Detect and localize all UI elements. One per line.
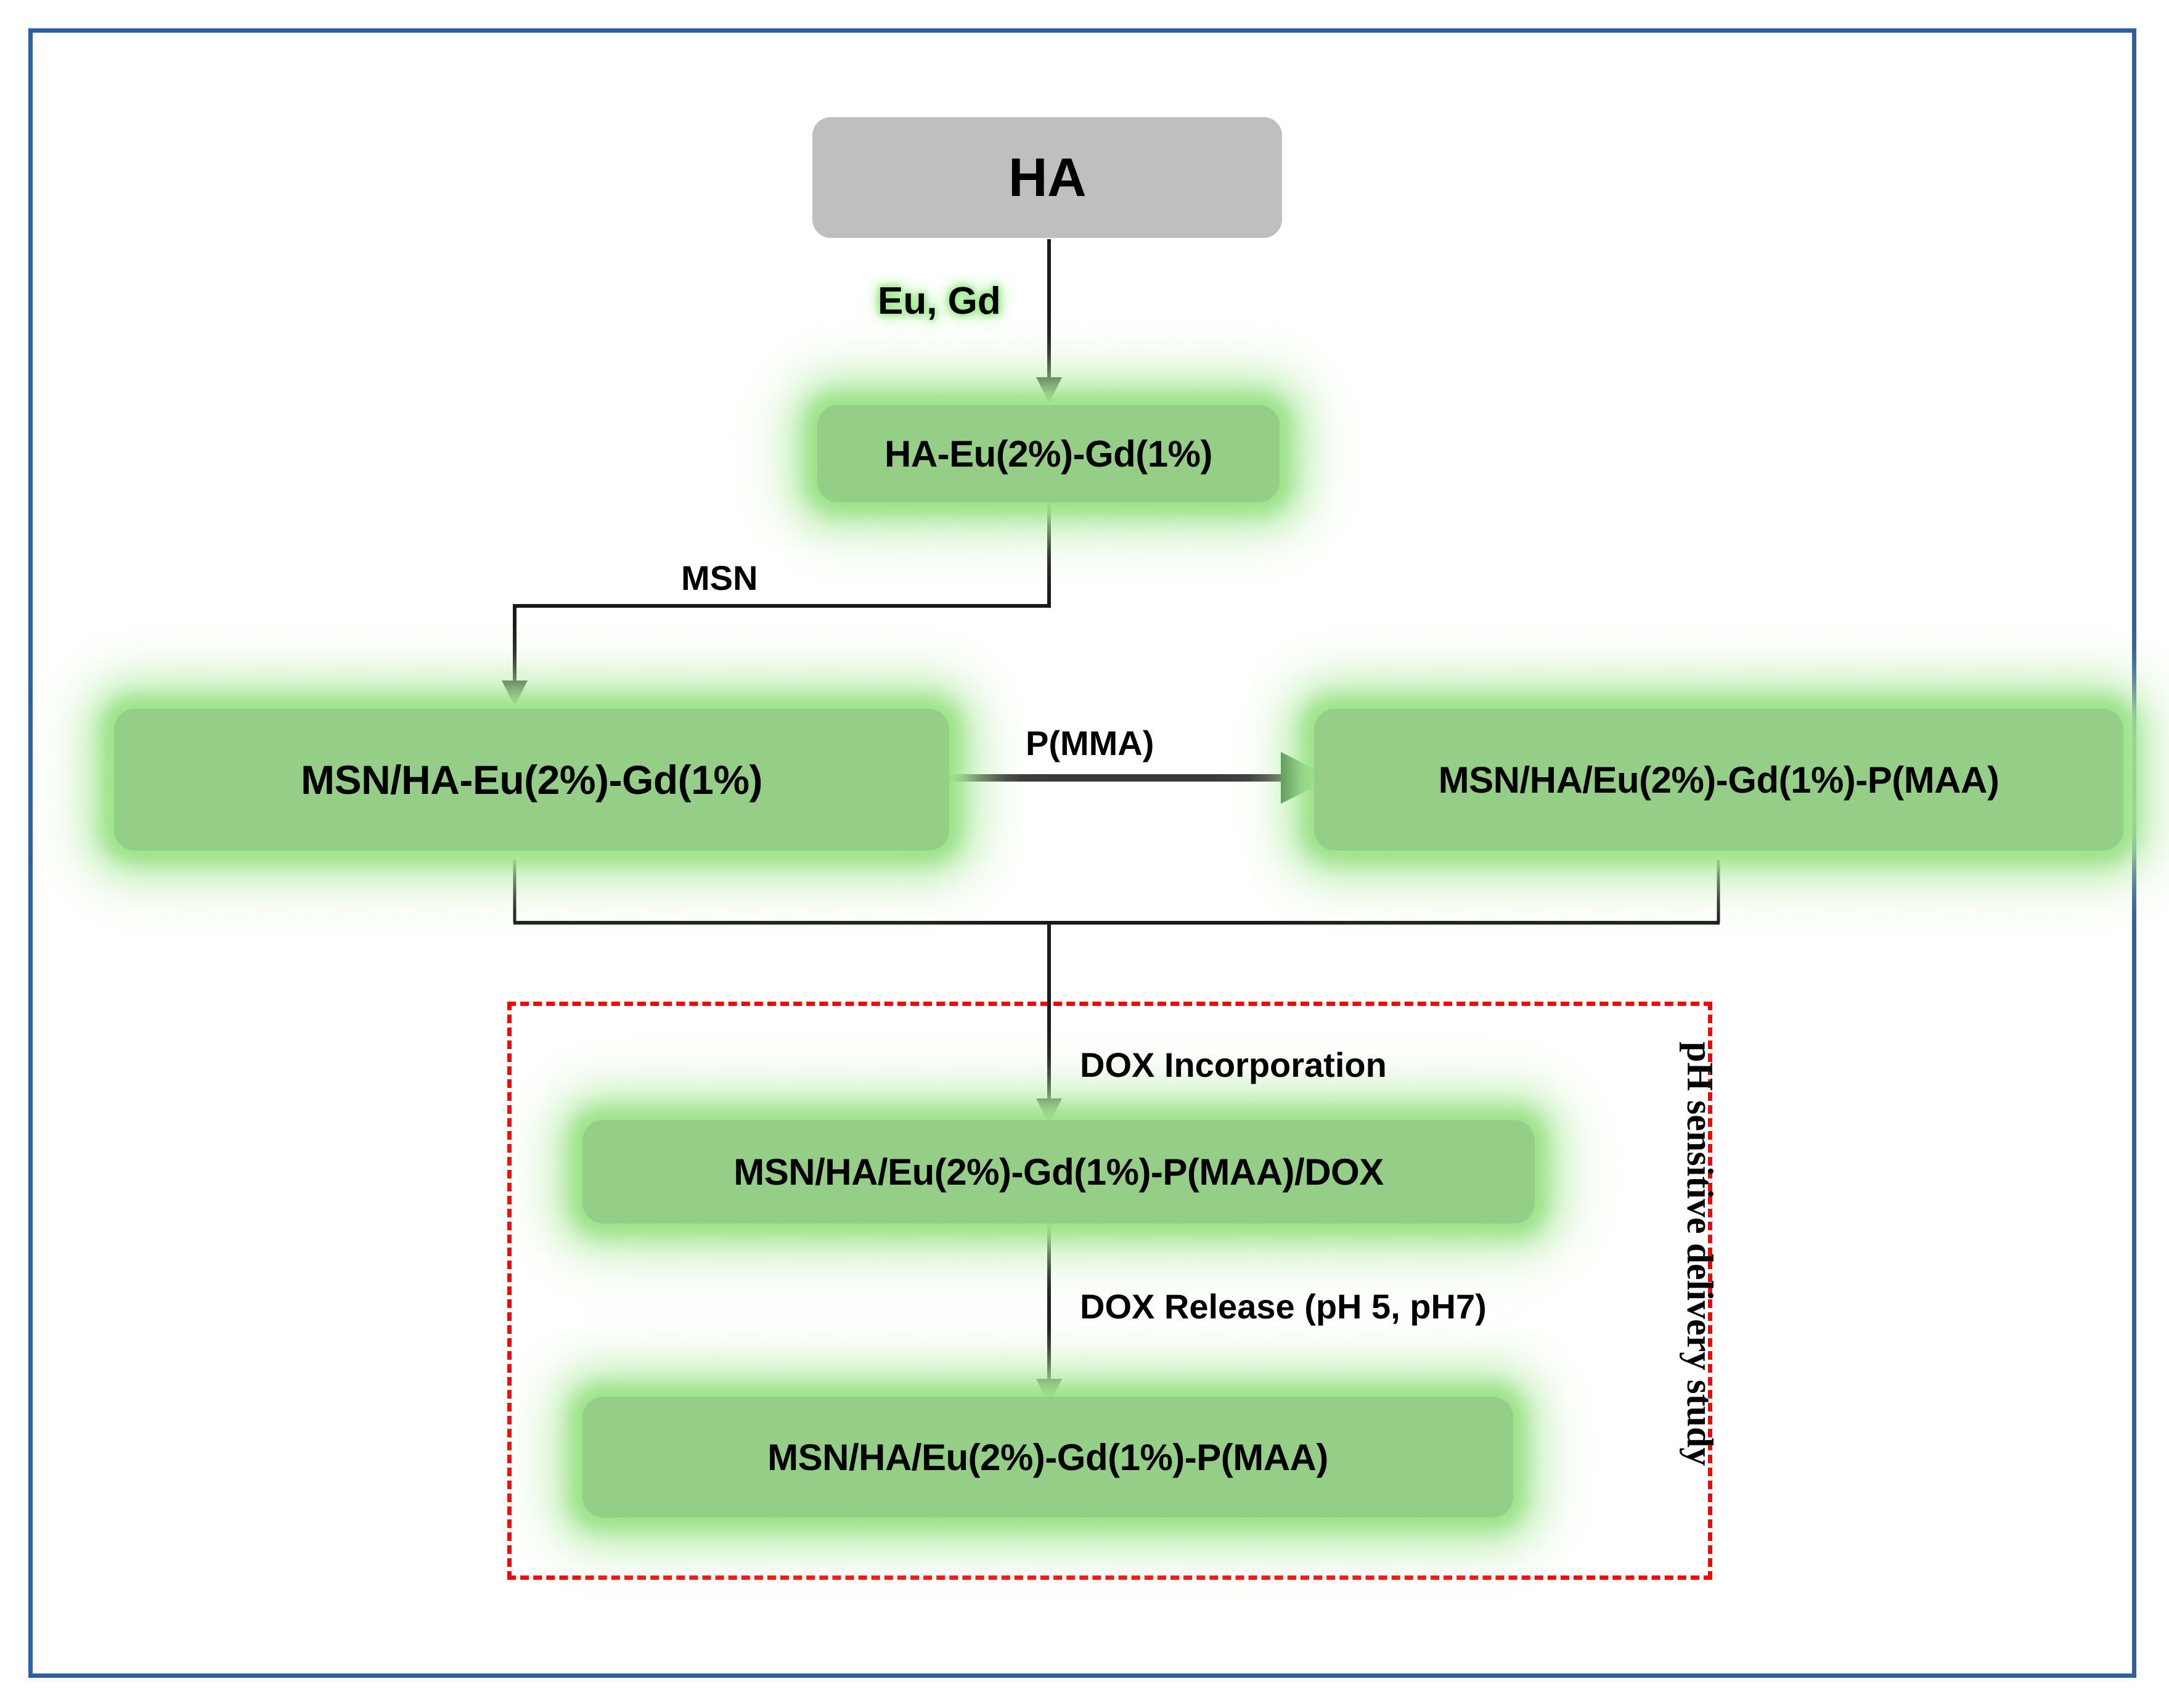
region-label-ph-sensitive-delivery-study: pH sensitive delivery study bbox=[1680, 1042, 1720, 1466]
edge-label-dox-incorporation: DOX Incorporation bbox=[1080, 1045, 1387, 1084]
node-ha-eu-gd-label: HA-Eu(2%)-Gd(1%) bbox=[884, 433, 1212, 475]
node-msn-ha-eu-gd-pmaa-released-label: MSN/HA/Eu(2%)-Gd(1%)-P(MAA) bbox=[767, 1436, 1328, 1478]
node-msn-ha-eu-gd[interactable]: MSN/HA-Eu(2%)-Gd(1%) bbox=[114, 709, 949, 851]
node-msn-ha-eu-gd-pmaa[interactable]: MSN/HA/Eu(2%)-Gd(1%)-P(MAA) bbox=[1314, 709, 2123, 851]
node-msn-ha-eu-gd-pmaa-label: MSN/HA/Eu(2%)-Gd(1%)-P(MAA) bbox=[1438, 759, 1999, 801]
node-msn-ha-eu-gd-label: MSN/HA-Eu(2%)-Gd(1%) bbox=[301, 757, 762, 803]
node-ha-label: HA bbox=[1008, 147, 1087, 208]
node-msn-ha-eu-gd-pmaa-released[interactable]: MSN/HA/Eu(2%)-Gd(1%)-P(MAA) bbox=[582, 1397, 1513, 1518]
edge-label-eu-gd: Eu, Gd bbox=[878, 280, 1001, 322]
node-ha-eu-gd[interactable]: HA-Eu(2%)-Gd(1%) bbox=[817, 405, 1280, 502]
ph-sensitive-delivery-region bbox=[507, 1002, 1712, 1580]
edge-label-dox-release: DOX Release (pH 5, pH7) bbox=[1080, 1287, 1487, 1326]
node-msn-ha-eu-gd-pmaa-dox[interactable]: MSN/HA/Eu(2%)-Gd(1%)-P(MAA)/DOX bbox=[582, 1120, 1535, 1224]
node-ha[interactable]: HA bbox=[812, 117, 1282, 238]
edge-label-msn: MSN bbox=[681, 558, 758, 597]
edge-label-pmma: P(MMA) bbox=[1026, 724, 1154, 762]
node-msn-ha-eu-gd-pmaa-dox-label: MSN/HA/Eu(2%)-Gd(1%)-P(MAA)/DOX bbox=[733, 1151, 1384, 1193]
